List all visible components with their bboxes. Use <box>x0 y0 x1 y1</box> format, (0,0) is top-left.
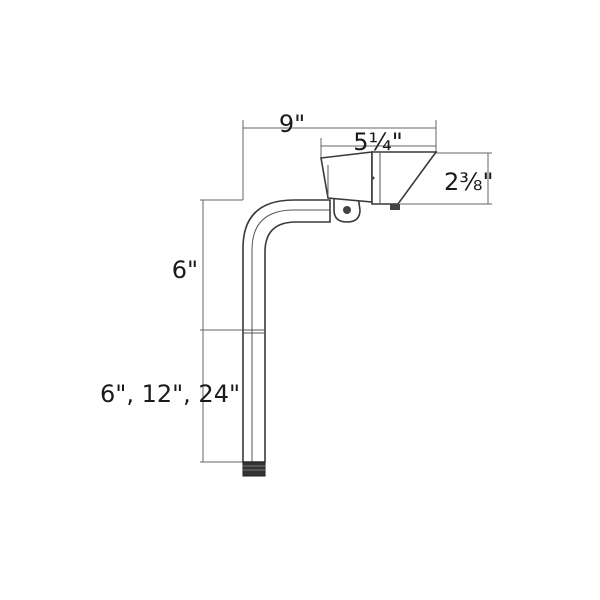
knuckle-pivot-bolt <box>343 206 351 214</box>
fixture-body <box>242 151 438 477</box>
adjustment-screw <box>390 204 400 210</box>
riser-height-dimension: 6" <box>172 199 243 331</box>
housing-screw <box>371 176 375 180</box>
overall-width-label: 9" <box>279 110 305 138</box>
stake-length-dimension: 6", 12", 24" <box>100 330 243 463</box>
overall-width-dimension: 9" <box>242 110 436 200</box>
elbow-inner-line <box>251 209 330 462</box>
head-height-label: 2⅜" <box>444 168 494 196</box>
lamp-housing-rear <box>320 151 373 203</box>
riser-tube <box>242 199 331 463</box>
riser-height-label: 6" <box>172 256 198 284</box>
stake-base-cap <box>242 461 266 477</box>
stake-lengths-label: 6", 12", 24" <box>100 380 240 408</box>
lamp-housing-front <box>371 151 438 205</box>
head-height-dimension: 2⅜" <box>400 152 494 205</box>
